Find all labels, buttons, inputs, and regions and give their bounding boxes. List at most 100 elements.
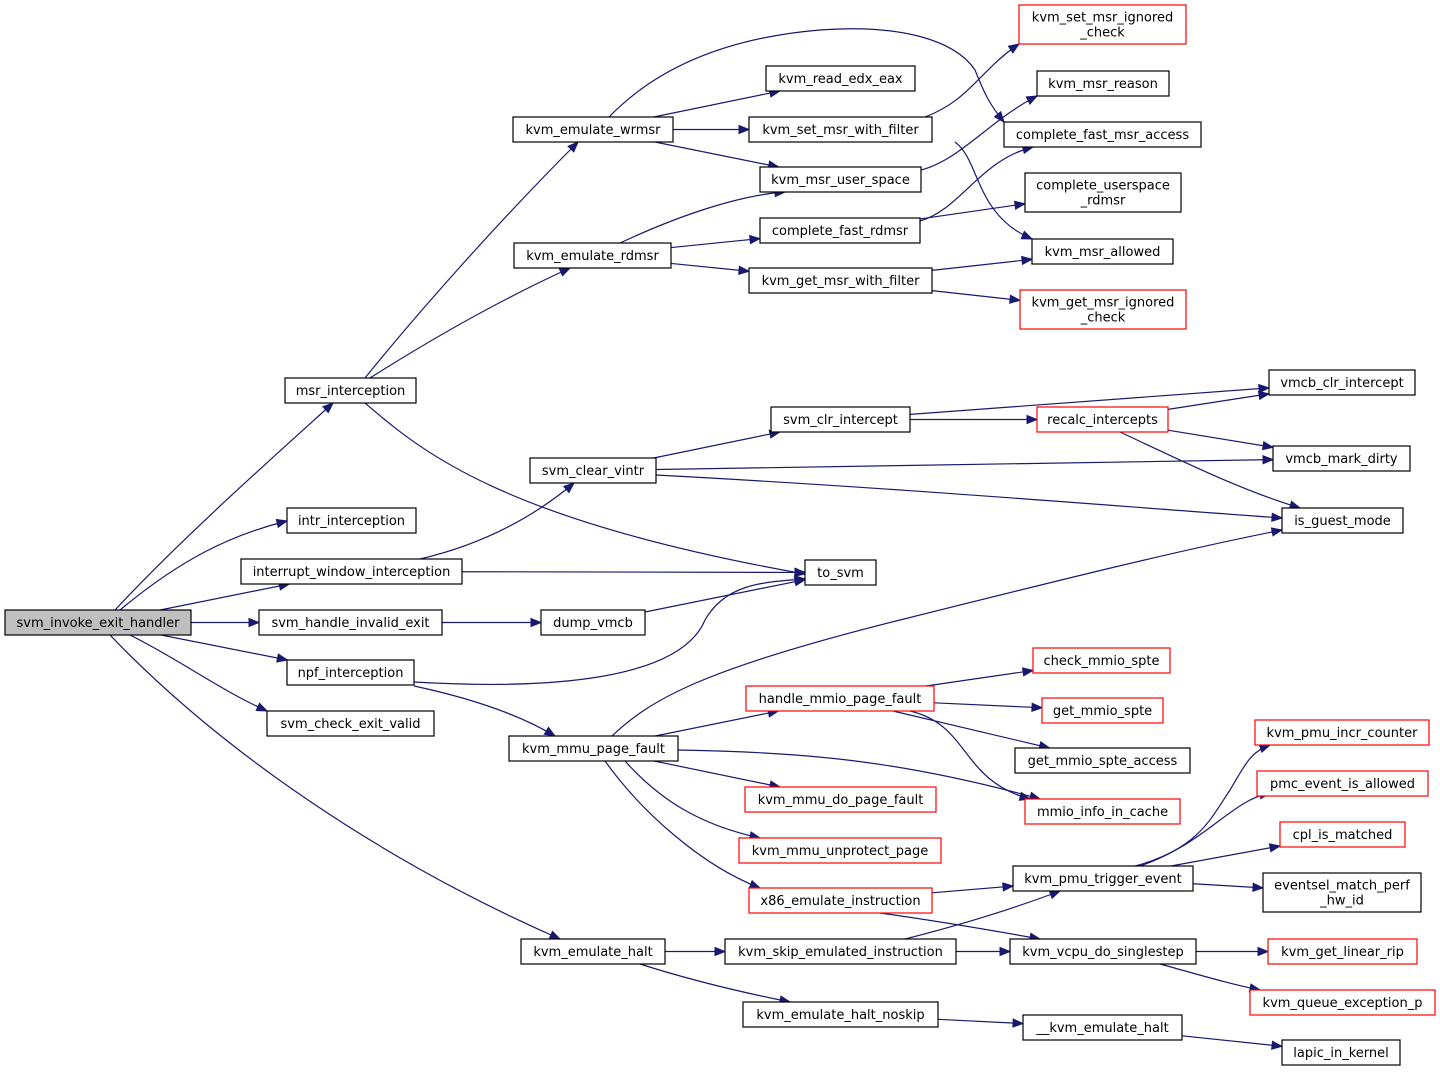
arrow-head-icon — [562, 482, 576, 494]
edge-kvm_mmu_page_fault-to-kvm_mmu_unprotect_page — [624, 760, 762, 841]
edge-complete_fast_rdmsr-to-complete_userspace_rdmsr — [919, 200, 1027, 220]
node-label: kvm_skip_emulated_instruction — [738, 945, 943, 960]
node-box — [540, 609, 646, 636]
node-handle-mmio-page-fault[interactable]: handle_mmio_page_fault — [745, 685, 935, 712]
node-kvm-set-msr-ignored-check[interactable]: kvm_set_msr_ignored_check — [1018, 4, 1187, 45]
node-box — [1254, 719, 1430, 746]
node-kvm-msr-reason[interactable]: kvm_msr_reason — [1036, 70, 1170, 97]
edge-line — [611, 529, 1283, 737]
node-kvm-msr-user-space[interactable]: kvm_msr_user_space — [759, 166, 922, 193]
node-mmio-info-in-cache[interactable]: mmio_info_in_cache — [1024, 798, 1181, 825]
node-x86-emulate-instruction[interactable]: x86_emulate_instruction — [748, 887, 933, 914]
node-kvm-emulate-rdmsr[interactable]: kvm_emulate_rdmsr — [513, 242, 672, 269]
node-label: kvm_set_msr_ignored — [1032, 11, 1173, 26]
node-svm-handle-invalid-exit[interactable]: svm_handle_invalid_exit — [258, 609, 443, 636]
node-kvm-queue-exception-p[interactable]: kvm_queue_exception_p — [1249, 989, 1436, 1016]
node-kvm-emulate-wrmsr[interactable]: kvm_emulate_wrmsr — [512, 116, 674, 143]
node-box — [1256, 770, 1429, 797]
edge-line — [924, 43, 1020, 118]
node-label: eventsel_match_perf — [1274, 879, 1410, 894]
node-svm-clear-vintr[interactable]: svm_clear_vintr — [529, 457, 657, 484]
edge-line — [677, 749, 1041, 800]
node-box — [1009, 938, 1197, 965]
arrow-head-icon — [1012, 1018, 1025, 1028]
node-box — [1036, 406, 1169, 433]
node---kvm-emulate-halt[interactable]: __kvm_emulate_halt — [1022, 1014, 1183, 1041]
node-dump-vmcb[interactable]: dump_vmcb — [540, 609, 646, 636]
node-kvm-read-edx-eax[interactable]: kvm_read_edx_eax — [765, 65, 916, 92]
node-root[interactable]: svm_invoke_exit_handler — [4, 609, 192, 636]
node-kvm-mmu-do-page-fault[interactable]: kvm_mmu_do_page_fault — [744, 786, 937, 813]
node-cpl-is-matched[interactable]: cpl_is_matched — [1279, 821, 1406, 848]
node-kvm-msr-allowed[interactable]: kvm_msr_allowed — [1031, 238, 1174, 265]
node-box — [1262, 872, 1422, 913]
node-complete-userspace-rdmsr[interactable]: complete_userspace_rdmsr — [1024, 172, 1182, 213]
node-kvm-mmu-page-fault[interactable]: kvm_mmu_page_fault — [508, 735, 679, 762]
edge-line — [954, 141, 1033, 240]
node-complete-fast-rdmsr[interactable]: complete_fast_rdmsr — [759, 217, 921, 244]
node-kvm-mmu-unprotect-page[interactable]: kvm_mmu_unprotect_page — [738, 837, 942, 864]
node-label: vmcb_clr_intercept — [1280, 376, 1403, 391]
node-check-mmio-spte[interactable]: check_mmio_spte — [1032, 647, 1171, 674]
node-kvm-get-msr-with-filter[interactable]: kvm_get_msr_with_filter — [748, 267, 933, 294]
edge-line — [920, 95, 1038, 171]
node-interrupt-window-interception[interactable]: interrupt_window_interception — [240, 558, 463, 585]
node-vmcb-mark-dirty[interactable]: vmcb_mark_dirty — [1272, 445, 1411, 472]
edge-kvm_mmu_page_fault-to-x86_emulate_instruction — [604, 760, 762, 889]
node-pmc-event-is-allowed[interactable]: pmc_event_is_allowed — [1256, 770, 1429, 797]
edge-line — [670, 237, 761, 249]
arrow-head-icon — [1258, 743, 1272, 753]
node-box — [1031, 238, 1174, 265]
node-complete-fast-msr-access[interactable]: complete_fast_msr_access — [1003, 121, 1202, 148]
edge-__kvm_emulate_halt-to-lapic_in_kernel — [1181, 1035, 1284, 1050]
arrow-head-icon — [567, 141, 579, 153]
node-label: svm_invoke_exit_handler — [16, 616, 180, 631]
node-to-svm[interactable]: to_svm — [804, 559, 877, 586]
node-box — [1281, 1039, 1401, 1066]
arrow-head-icon — [738, 124, 751, 135]
arrow-head-icon — [738, 265, 751, 275]
node-msr-interception[interactable]: msr_interception — [284, 377, 417, 404]
edge-line — [129, 634, 268, 712]
call-nodes: svm_invoke_exit_handler msr_interceptioni… — [4, 4, 1436, 1066]
edge-line — [655, 710, 779, 737]
node-is-guest-mode[interactable]: is_guest_mode — [1281, 507, 1404, 534]
node-box — [759, 217, 921, 244]
node-vmcb-clr-intercept[interactable]: vmcb_clr_intercept — [1268, 369, 1416, 396]
edge-kvm_emulate_wrmsr-to-kvm_set_msr_with_filter — [673, 124, 751, 135]
node-kvm-emulate-halt[interactable]: kvm_emulate_halt — [520, 938, 666, 965]
node-label: kvm_set_msr_with_filter — [762, 123, 919, 138]
edge-svm_clear_vintr-to-is_guest_mode — [655, 474, 1284, 522]
node-box — [1024, 172, 1182, 213]
edge-svm_clr_intercept-to-vmcb_clr_intercept — [909, 383, 1271, 415]
node-svm-clr-intercept[interactable]: svm_clr_intercept — [770, 406, 911, 433]
node-kvm-get-linear-rip[interactable]: kvm_get_linear_rip — [1267, 938, 1418, 965]
node-kvm-skip-emulated-instruction[interactable]: kvm_skip_emulated_instruction — [724, 938, 957, 965]
node-kvm-vcpu-do-singlestep[interactable]: kvm_vcpu_do_singlestep — [1009, 938, 1197, 965]
edge-line — [655, 474, 1283, 519]
node-label: recalc_intercepts — [1047, 413, 1158, 428]
node-kvm-pmu-trigger-event[interactable]: kvm_pmu_trigger_event — [1012, 865, 1194, 892]
node-eventsel-match-perf-hw-id[interactable]: eventsel_match_perf_hw_id — [1262, 872, 1422, 913]
node-get-mmio-spte-access[interactable]: get_mmio_spte_access — [1014, 747, 1191, 774]
edge-kvm_msr_user_space-to-kvm_msr_reason — [920, 95, 1039, 171]
edge-line — [909, 387, 1270, 415]
node-get-mmio-spte[interactable]: get_mmio_spte — [1041, 697, 1164, 724]
node-npf-interception[interactable]: npf_interception — [286, 659, 415, 686]
node-kvm-get-msr-ignored-check[interactable]: kvm_get_msr_ignored_check — [1019, 289, 1187, 330]
node-label: interrupt_window_interception — [253, 565, 451, 580]
node-lapic-in-kernel[interactable]: lapic_in_kernel — [1281, 1039, 1401, 1066]
arrow-head-icon — [1009, 294, 1022, 304]
node-label: kvm_emulate_halt — [533, 945, 652, 960]
node-recalc-intercepts[interactable]: recalc_intercepts — [1036, 406, 1169, 433]
node-label: kvm_pmu_trigger_event — [1024, 872, 1181, 887]
node-intr-interception[interactable]: intr_interception — [286, 507, 417, 534]
node-kvm-pmu-incr-counter[interactable]: kvm_pmu_incr_counter — [1254, 719, 1430, 746]
node-kvm-set-msr-with-filter[interactable]: kvm_set_msr_with_filter — [748, 116, 933, 143]
node-label: kvm_msr_reason — [1048, 77, 1158, 92]
arrow-head-icon — [1270, 527, 1284, 537]
node-box — [1014, 747, 1191, 774]
node-svm-check-exit-valid[interactable]: svm_check_exit_valid — [266, 710, 435, 737]
node-kvm-emulate-halt-noskip[interactable]: kvm_emulate_halt_noskip — [742, 1001, 939, 1028]
edge-kvm_emulate_wrmsr-to-kvm_read_edx_eax — [653, 88, 782, 118]
